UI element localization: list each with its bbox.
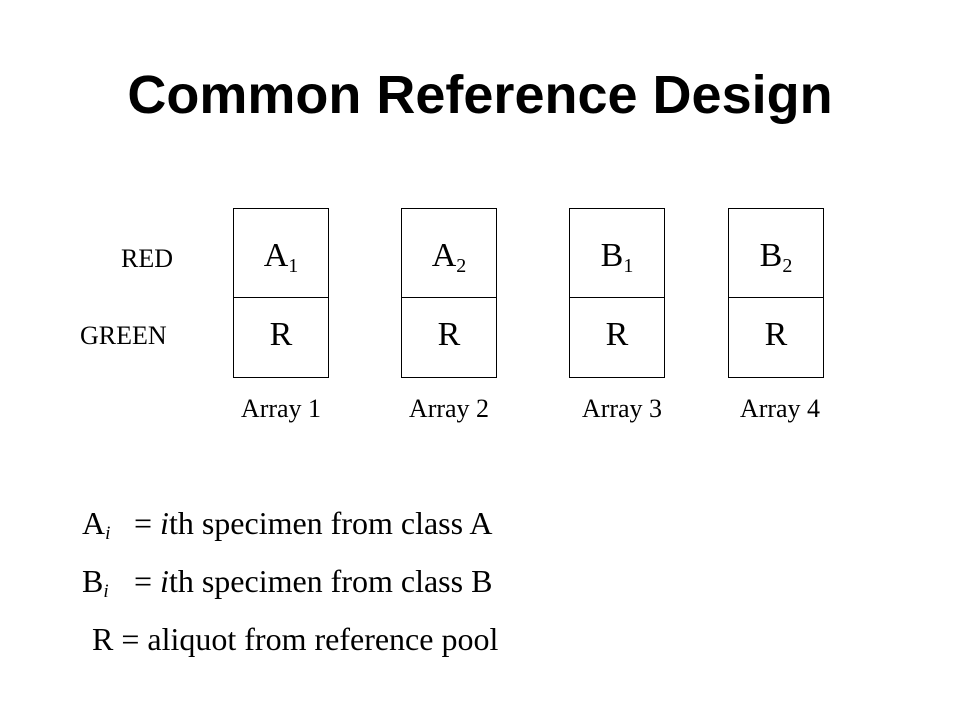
array-3-box: B1 R — [569, 208, 665, 378]
array-3-red-sample: B1 — [570, 236, 664, 276]
legend-line-b: Bi = ith specimen from class B — [82, 562, 493, 602]
legend-symbol: Ai — [82, 504, 126, 544]
array-1-red-sample: A1 — [234, 236, 328, 276]
sample-subscript: 1 — [288, 255, 299, 277]
sample-letter: B — [759, 237, 783, 274]
array-4-divider — [729, 297, 823, 298]
legend-description: th specimen from class A — [168, 505, 493, 541]
sample-subscript: 2 — [782, 255, 793, 277]
sample-letter: A — [431, 237, 457, 274]
array-2-green-sample: R — [437, 316, 461, 353]
green-channel-label: GREEN — [80, 321, 167, 350]
legend-symbol: Bi — [82, 562, 126, 602]
array-2-red-sample: A2 — [402, 236, 496, 276]
array-1-label: Array 1 — [240, 394, 322, 423]
legend-index: i — [160, 563, 169, 599]
sample-letter: B — [600, 237, 624, 274]
array-1-green-sample: R — [269, 316, 293, 353]
sample-subscript: 2 — [456, 255, 467, 277]
array-3-divider — [570, 297, 664, 298]
legend-symbol-letter: R — [92, 621, 114, 657]
legend-equals: = — [121, 621, 140, 657]
legend-symbol-subscript: i — [103, 581, 109, 602]
array-1-box: A1 R — [233, 208, 329, 378]
legend-description: th specimen from class B — [168, 563, 493, 599]
red-channel-label: RED — [121, 244, 173, 273]
legend-equals: = — [134, 563, 153, 599]
legend-symbol-subscript: i — [105, 523, 111, 544]
slide-title: Common Reference Design — [127, 65, 833, 125]
array-4-box: B2 R — [728, 208, 824, 378]
legend-description: aliquot from reference pool — [147, 621, 499, 657]
sample-subscript: 1 — [623, 255, 634, 277]
array-3-green-sample: R — [605, 316, 629, 353]
legend-equals: = — [134, 505, 153, 541]
legend-index: i — [160, 505, 169, 541]
legend-line-r: R = aliquot from reference pool — [92, 620, 498, 658]
array-2-divider — [402, 297, 496, 298]
array-4-label: Array 4 — [739, 394, 821, 423]
array-1-divider — [234, 297, 328, 298]
array-4-green-sample: R — [764, 316, 788, 353]
array-4-red-sample: B2 — [729, 236, 823, 276]
array-3-label: Array 3 — [581, 394, 663, 423]
array-2-label: Array 2 — [408, 394, 490, 423]
legend-symbol-letter: A — [82, 505, 106, 541]
legend-symbol-letter: B — [82, 563, 104, 599]
legend-line-a: Ai = ith specimen from class A — [82, 504, 493, 544]
array-2-box: A2 R — [401, 208, 497, 378]
sample-letter: A — [263, 237, 289, 274]
